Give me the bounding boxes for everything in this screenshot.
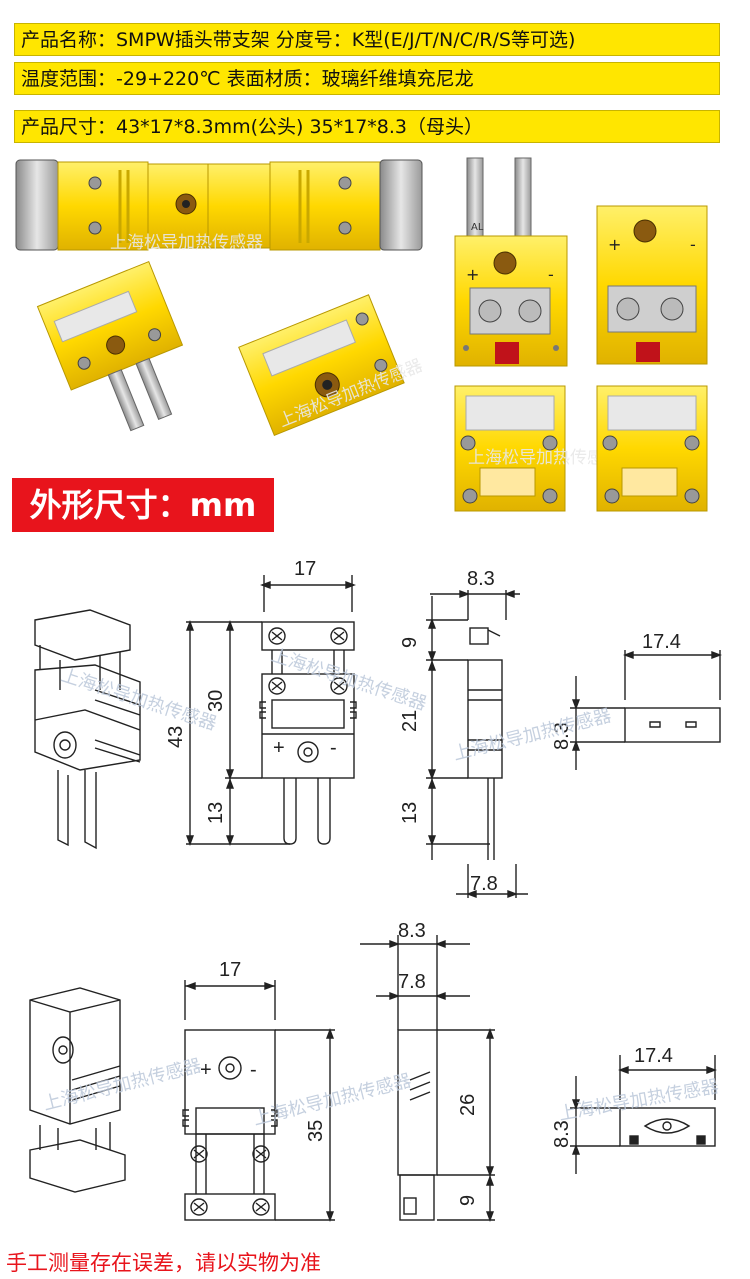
banner-product-name: 产品名称：SMPW插头带支架 分度号：K型(E/J/T/N/C/R/S等可选) — [14, 23, 720, 56]
photo-female-connector-angled: 上海松导加热传感器 — [238, 294, 425, 437]
svg-text:-: - — [548, 265, 554, 284]
male-dim-end-height: 8.3 — [551, 722, 573, 750]
male-side-drawing — [426, 589, 528, 899]
measurement-disclaimer: 手工测量存在误差，请以实物为准 — [6, 1251, 321, 1275]
female-front-drawing — [182, 980, 335, 1222]
watermark-male-iso: 上海松导加热传感器 — [58, 665, 219, 735]
female-dim-side-inner: 7.8 — [398, 971, 426, 993]
male-dim-pin-offset: 7.8 — [470, 873, 498, 895]
photo-female-with-bracket — [596, 385, 708, 512]
female-dim-end-height: 8.3 — [551, 1120, 573, 1148]
watermark-male-front: 上海松导加热传感器 — [268, 645, 429, 715]
female-dim-overall: 35 — [305, 1120, 327, 1142]
section-title-dimensions: 外形尺寸：mm — [12, 478, 274, 532]
male-dim-side-pins: 13 — [399, 802, 421, 824]
male-isometric-drawing — [34, 609, 141, 850]
male-dim-side-top: 9 — [399, 637, 421, 648]
female-end-drawing — [570, 1055, 717, 1174]
female-isometric-drawing — [29, 987, 126, 1193]
photo-male-connector-angled — [36, 260, 184, 432]
male-end-drawing — [570, 650, 722, 770]
male-minus-mark: - — [330, 737, 337, 759]
svg-text:上海松导加热传感器: 上海松导加热传感器 — [110, 233, 263, 253]
female-dim-side-thickness: 8.3 — [398, 920, 426, 942]
female-dim-width: 17 — [219, 959, 241, 981]
male-dim-side-body: 21 — [399, 710, 421, 732]
svg-text:AL: AL — [471, 222, 484, 233]
male-dim-side-thickness: 8.3 — [467, 568, 495, 590]
female-side-drawing — [360, 935, 495, 1222]
male-dim-body: 30 — [205, 690, 227, 712]
svg-text:+: + — [608, 235, 621, 254]
technical-drawings: 17 43 30 13 + - 8.3 9 21 13 7.8 17.4 8.3… — [29, 558, 722, 1222]
male-dim-end-width: 17.4 — [642, 631, 681, 653]
watermark-female-end: 上海松导加热传感器 — [557, 1076, 720, 1125]
watermark-female-iso: 上海松导加热传感器 — [41, 1055, 203, 1115]
male-dim-width: 17 — [294, 558, 316, 580]
male-front-drawing — [185, 575, 357, 846]
male-dim-pins: 13 — [205, 802, 227, 824]
photo-male-with-bracket: 上海松导加热传感器 — [454, 385, 621, 512]
female-dim-side-bottom: 9 — [457, 1195, 479, 1206]
male-plus-mark: + — [273, 737, 285, 759]
photo-connector-pair: 上海松导加热传感器 — [15, 159, 423, 253]
svg-text:-: - — [690, 235, 696, 254]
female-dim-end-width: 17.4 — [634, 1045, 673, 1067]
photo-female-open: + - — [596, 205, 708, 365]
watermark-male-side: 上海松导加热传感器 — [451, 705, 613, 765]
banner-temperature-material: 温度范围：-29+220℃ 表面材质：玻璃纤维填充尼龙 — [14, 62, 720, 95]
female-dim-side-body: 26 — [457, 1094, 479, 1116]
banner-dimensions: 产品尺寸：43*17*8.3mm(公头) 35*17*8.3（母头） — [14, 110, 720, 143]
svg-text:上海松导加热传感器: 上海松导加热传感器 — [468, 448, 621, 468]
male-dim-overall: 43 — [165, 726, 187, 748]
svg-text:+: + — [466, 265, 479, 284]
female-plus-mark: + — [200, 1059, 212, 1081]
product-photos: 上海松导加热传感器 上海松导加热传感器 AL + - — [15, 157, 708, 512]
female-minus-mark: - — [250, 1059, 257, 1081]
photo-male-open: AL + - — [454, 157, 568, 367]
